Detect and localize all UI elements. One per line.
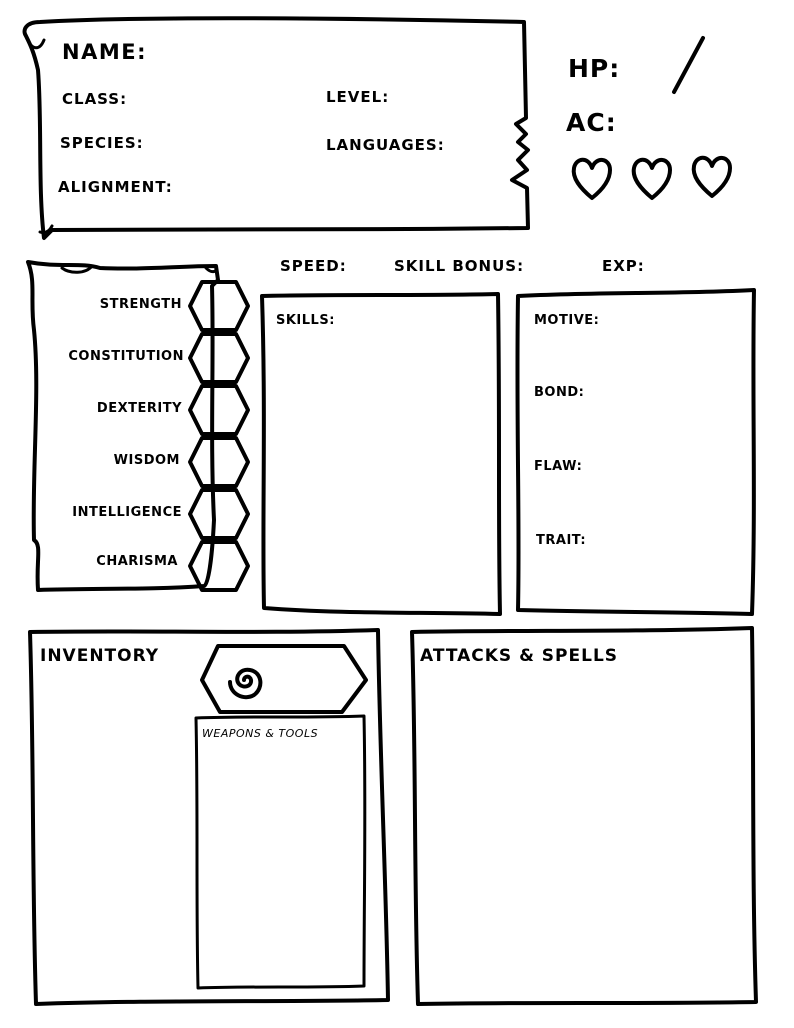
languages-label: LANGUAGES: <box>326 136 445 154</box>
speed-label: SPEED: <box>280 257 347 275</box>
ability-charisma: CHARISMA <box>96 554 178 569</box>
ability-constitution: CONSTITUTION <box>68 349 184 364</box>
motive-label: MOTIVE: <box>534 313 600 328</box>
personality-box-frame <box>515 288 756 616</box>
ability-score-hexagon <box>188 384 250 436</box>
weapons-box-frame <box>194 714 367 990</box>
abilities-panel-frame <box>26 260 220 592</box>
level-label: LEVEL: <box>326 88 390 106</box>
flaw-label: FLAW: <box>534 459 583 474</box>
ability-score-hexagon <box>188 540 250 592</box>
heart-icon <box>631 157 672 200</box>
ability-score-hexagon <box>188 280 250 332</box>
exp-label: EXP: <box>602 257 645 275</box>
skill-bonus-label: SKILL BONUS: <box>394 257 525 275</box>
hp-separator-slash <box>672 36 705 94</box>
attacks-box-frame <box>410 626 758 1006</box>
hp-label: HP: <box>568 54 621 83</box>
header-scroll-frame <box>22 16 530 240</box>
bond-label: BOND: <box>534 385 585 400</box>
alignment-label: ALIGNMENT: <box>58 178 173 196</box>
attacks-spells-label: ATTACKS & SPELLS <box>420 646 619 666</box>
coin-hexagon-frame <box>200 644 368 714</box>
inventory-box-frame <box>28 628 390 1006</box>
ability-strength: STRENGTH <box>99 297 182 312</box>
ability-score-hexagon <box>188 488 250 540</box>
spiral-icon <box>228 667 263 700</box>
heart-icon <box>691 155 732 198</box>
skills-box-frame <box>260 292 502 616</box>
species-label: SPECIES: <box>60 134 144 152</box>
ability-wisdom: WISDOM <box>113 453 180 468</box>
header-scroll-curl <box>24 34 54 234</box>
ability-score-hexagon <box>188 436 250 488</box>
ac-label: AC: <box>566 108 617 137</box>
ability-dexterity: DEXTERITY <box>96 401 182 416</box>
class-label: CLASS: <box>62 90 128 108</box>
ability-intelligence: INTELLIGENCE <box>72 505 182 520</box>
name-label: NAME: <box>62 40 147 64</box>
heart-icon <box>571 157 612 200</box>
weapons-tools-label: WEAPONS & TOOLS <box>202 727 319 740</box>
inventory-label: INVENTORY <box>40 646 160 666</box>
skills-label: SKILLS: <box>276 313 335 328</box>
abilities-panel-curl <box>60 264 218 274</box>
trait-label: TRAIT: <box>536 533 587 548</box>
ability-score-hexagon <box>188 332 250 384</box>
